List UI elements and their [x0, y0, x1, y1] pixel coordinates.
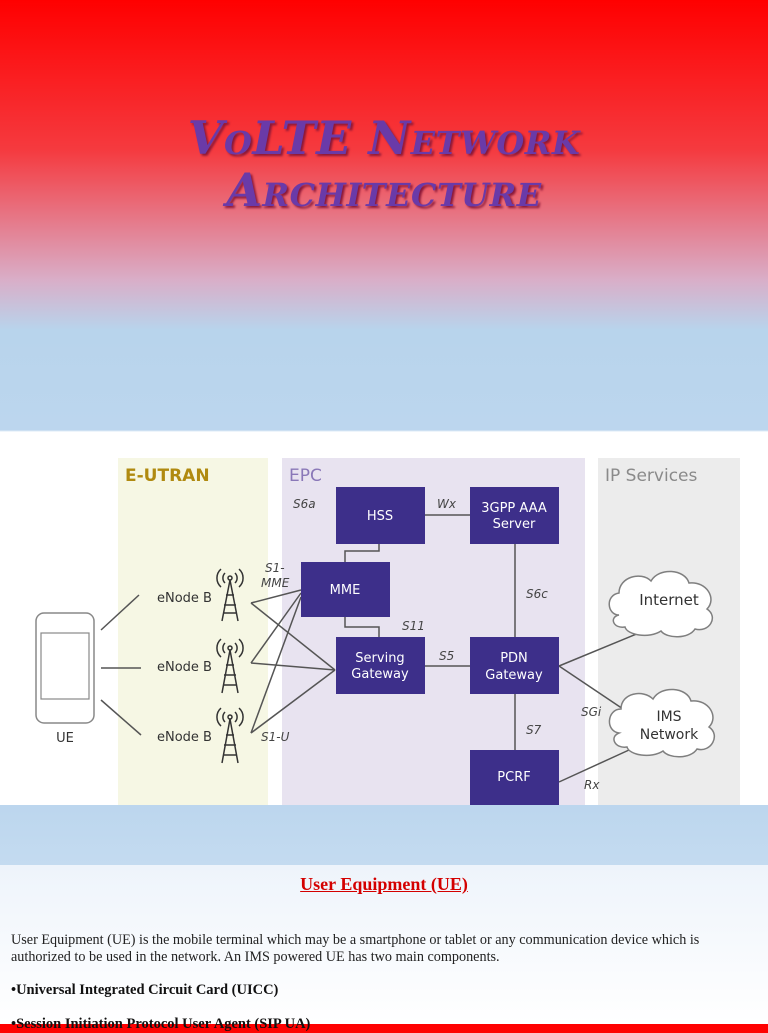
interface-s7: S7: [526, 723, 542, 737]
serving-gateway-node: [336, 637, 425, 694]
pdn-gateway-node: [470, 637, 559, 694]
pcrf-node: [470, 750, 559, 805]
interface-s1mme-line2: MME: [261, 576, 290, 590]
volte-architecture-diagram: E-UTRAN EPC IP Services: [19, 445, 750, 805]
ims-label-line1: IMS: [656, 709, 681, 725]
diagram-bottom-band: [0, 805, 768, 865]
sgw-label-line2: Gateway: [351, 667, 409, 682]
pcrf-label: PCRF: [497, 770, 530, 785]
enodeb-label-3: eNode B: [157, 730, 212, 745]
diagram-top-band: [0, 432, 768, 446]
enodeb-label-2: eNode B: [157, 660, 212, 675]
aaa-server-node: [470, 487, 559, 544]
eutran-region: [118, 458, 268, 805]
diagram-svg: E-UTRAN EPC IP Services: [35, 458, 740, 805]
ims-label-line2: Network: [640, 727, 699, 743]
aaa-label-line1: 3GPP AAA: [481, 501, 547, 516]
hss-node: [336, 487, 425, 544]
ims-network-cloud-icon: IMS Network: [608, 688, 715, 758]
interface-s5: S5: [439, 649, 454, 663]
mme-label: MME: [330, 583, 361, 598]
interface-s11: S11: [402, 619, 425, 633]
ip-services-label: IP Services: [605, 466, 697, 486]
slide-title: VoLTE Network Architecture: [0, 112, 768, 216]
section-heading: User Equipment (UE): [300, 874, 468, 894]
bullet-uicc: •Universal Integrated Circuit Card (UICC…: [11, 982, 279, 998]
pgw-label-line1: PDN: [500, 651, 528, 666]
hss-label: HSS: [367, 509, 393, 524]
ue-label: UE: [56, 731, 74, 746]
interface-s6a: S6a: [293, 497, 316, 511]
connection-lines: [100, 514, 640, 783]
enodeb-label-1: eNode B: [157, 591, 212, 606]
epc-label: EPC: [289, 466, 322, 486]
mme-node: [301, 562, 390, 617]
antenna-tower-icon-3: [216, 707, 244, 764]
antenna-tower-icon-2: [216, 638, 244, 694]
interface-wx: Wx: [437, 497, 457, 511]
content-area: [0, 865, 768, 1024]
internet-label: Internet: [639, 591, 699, 609]
eutran-label: E-UTRAN: [125, 466, 210, 486]
title-line-2: Architecture: [226, 163, 542, 217]
pgw-label-line2: Gateway: [485, 668, 543, 683]
antenna-tower-icon-1: [216, 568, 244, 622]
ue-phone-screen: [40, 632, 90, 700]
interface-sgi: SGi: [581, 705, 602, 719]
ue-description-paragraph: User Equipment (UE) is the mobile termin…: [11, 932, 700, 965]
aaa-label-line2: Server: [493, 517, 536, 532]
internet-cloud-icon: Internet: [608, 570, 713, 638]
bullet-sip-ua: •Session Initiation Protocol User Agent …: [11, 1016, 311, 1032]
sgw-label-line1: Serving: [355, 651, 404, 666]
interface-s1mme-line1: S1-: [265, 561, 285, 575]
interface-s1u: S1-U: [261, 730, 290, 744]
interface-rx: Rx: [584, 778, 600, 792]
title-line-1: VoLTE Network: [187, 111, 581, 165]
interface-s6c: S6c: [526, 587, 548, 601]
